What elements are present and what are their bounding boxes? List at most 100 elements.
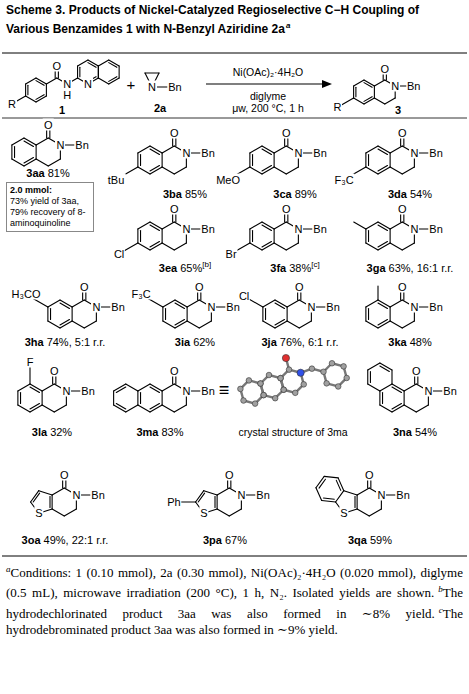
double-bond-line: [24, 141, 33, 146]
atom-label: N: [376, 489, 386, 501]
compound-number: 3ka: [388, 336, 406, 348]
text-label-group: crystal structure of 3ma: [238, 426, 347, 439]
bond-line: [338, 478, 344, 491]
bond-line: [26, 78, 36, 84]
footnote-mark: a: [286, 21, 290, 30]
atom-label-group: N: [293, 223, 303, 236]
atom-label: R: [333, 101, 343, 113]
crystal-atom: [278, 375, 284, 381]
bond-line: [229, 509, 241, 516]
bond-line: [390, 321, 402, 328]
atom-label-group: O: [79, 281, 90, 294]
text-label-group: 3ba85%: [163, 188, 207, 201]
yield-label: 85%: [185, 188, 207, 200]
atom-label: S: [199, 507, 208, 519]
atom-label: N: [83, 78, 93, 90]
double-bond-line: [109, 63, 117, 68]
atom-label-group: O: [169, 365, 180, 378]
double-bond-line: [378, 303, 387, 308]
text-label-group: 3aa81%: [26, 167, 69, 180]
bond-line: [390, 146, 402, 153]
bond-line: [126, 405, 138, 412]
atom-label-group: R: [7, 97, 17, 110]
compound-number: 3ca: [273, 188, 291, 200]
bond-line: [84, 321, 96, 328]
double-bond-line: [378, 319, 387, 324]
atom-label-group: O: [169, 203, 180, 216]
bond-line: [390, 243, 402, 250]
double-bond-line: [368, 155, 369, 166]
atom-label: O: [43, 119, 54, 131]
bond-line: [72, 307, 73, 321]
text-label-group: 3ia62%: [175, 336, 215, 349]
bond-line: [262, 307, 263, 321]
crystal-atom: [321, 369, 327, 375]
bond-line: [163, 300, 175, 307]
bond-line: [18, 405, 30, 412]
bond-line: [17, 391, 18, 405]
atom-label-group: H₃CO: [11, 288, 42, 301]
text-label-group: 3oa49%, 22:1 r.r.: [22, 534, 109, 547]
atom-label-group: O: [397, 281, 408, 294]
atom-label-group: N: [306, 301, 316, 314]
double-bond-line: [116, 403, 125, 408]
double-bond-line: [36, 81, 44, 86]
atom-label: R: [7, 97, 17, 109]
atom-label-group: O: [281, 203, 292, 216]
double-bond-line: [175, 319, 184, 324]
text-label-group: 3ea65%[b]: [159, 261, 211, 275]
crystal-atom: [281, 387, 287, 393]
atom-label: Cl: [113, 247, 125, 259]
atom-label: F₃C: [333, 173, 354, 185]
atom-label-group: Bn: [312, 147, 327, 160]
bond-line: [366, 222, 378, 229]
double-bond-line: [378, 149, 387, 154]
bond-line: [287, 300, 299, 307]
bond-line: [77, 66, 78, 78]
double-bond-line: [33, 493, 39, 502]
atom-label-group: tBu: [107, 173, 126, 186]
atom-label: O: [281, 127, 292, 139]
crystal-atom: [292, 390, 298, 396]
atom-label: Bn: [325, 301, 340, 313]
atom-label: O: [169, 365, 180, 377]
atom-label-group: Bn: [167, 81, 182, 94]
atom-label: N: [181, 147, 191, 159]
atom-label-group: N: [293, 147, 303, 160]
atom-label-group: N: [181, 385, 191, 398]
atom-label: Bn: [255, 489, 270, 501]
atom-label-group: O: [380, 63, 391, 76]
bond-line: [274, 243, 286, 250]
bond-line: [204, 491, 217, 495]
bond-line: [402, 321, 414, 328]
bond-line: [36, 145, 37, 159]
bond-line: [357, 509, 369, 516]
text-label-group: +: [127, 78, 136, 91]
bond-line: [64, 509, 76, 516]
bond-line: [11, 145, 12, 159]
atom-label-group: F: [26, 356, 35, 369]
yield-label: +: [127, 76, 136, 93]
atom-label-group: S: [199, 507, 208, 520]
atom-label: O: [397, 203, 408, 215]
text-label-group: 3la32%: [32, 426, 72, 439]
atom-label: O: [79, 281, 90, 293]
text-label-group: 3ja76%, 6:1 r.r.: [262, 336, 339, 349]
atom-label: N: [409, 223, 419, 235]
scheme-title: Scheme 3. Products of Nickel-Catalyzed R…: [6, 3, 419, 36]
bond-line: [42, 405, 54, 412]
bond-line: [138, 146, 150, 153]
rule-line: [2, 556, 467, 557]
crystal-atom: [286, 367, 292, 373]
double-bond-line: [14, 147, 15, 158]
compound-number: 3na: [393, 426, 412, 438]
compound-number: 3la: [32, 426, 47, 438]
yield-label: 89%: [295, 188, 317, 200]
bond-line: [353, 86, 354, 98]
atom-label-group: H: [62, 89, 72, 102]
bond-line: [336, 491, 344, 502]
bond-line: [250, 146, 262, 153]
footnote-block: aConditions: 1 (0.10 mmol), 2a (0.30 mmo…: [6, 561, 463, 638]
bond-line: [380, 405, 392, 412]
bond-line: [322, 501, 336, 502]
